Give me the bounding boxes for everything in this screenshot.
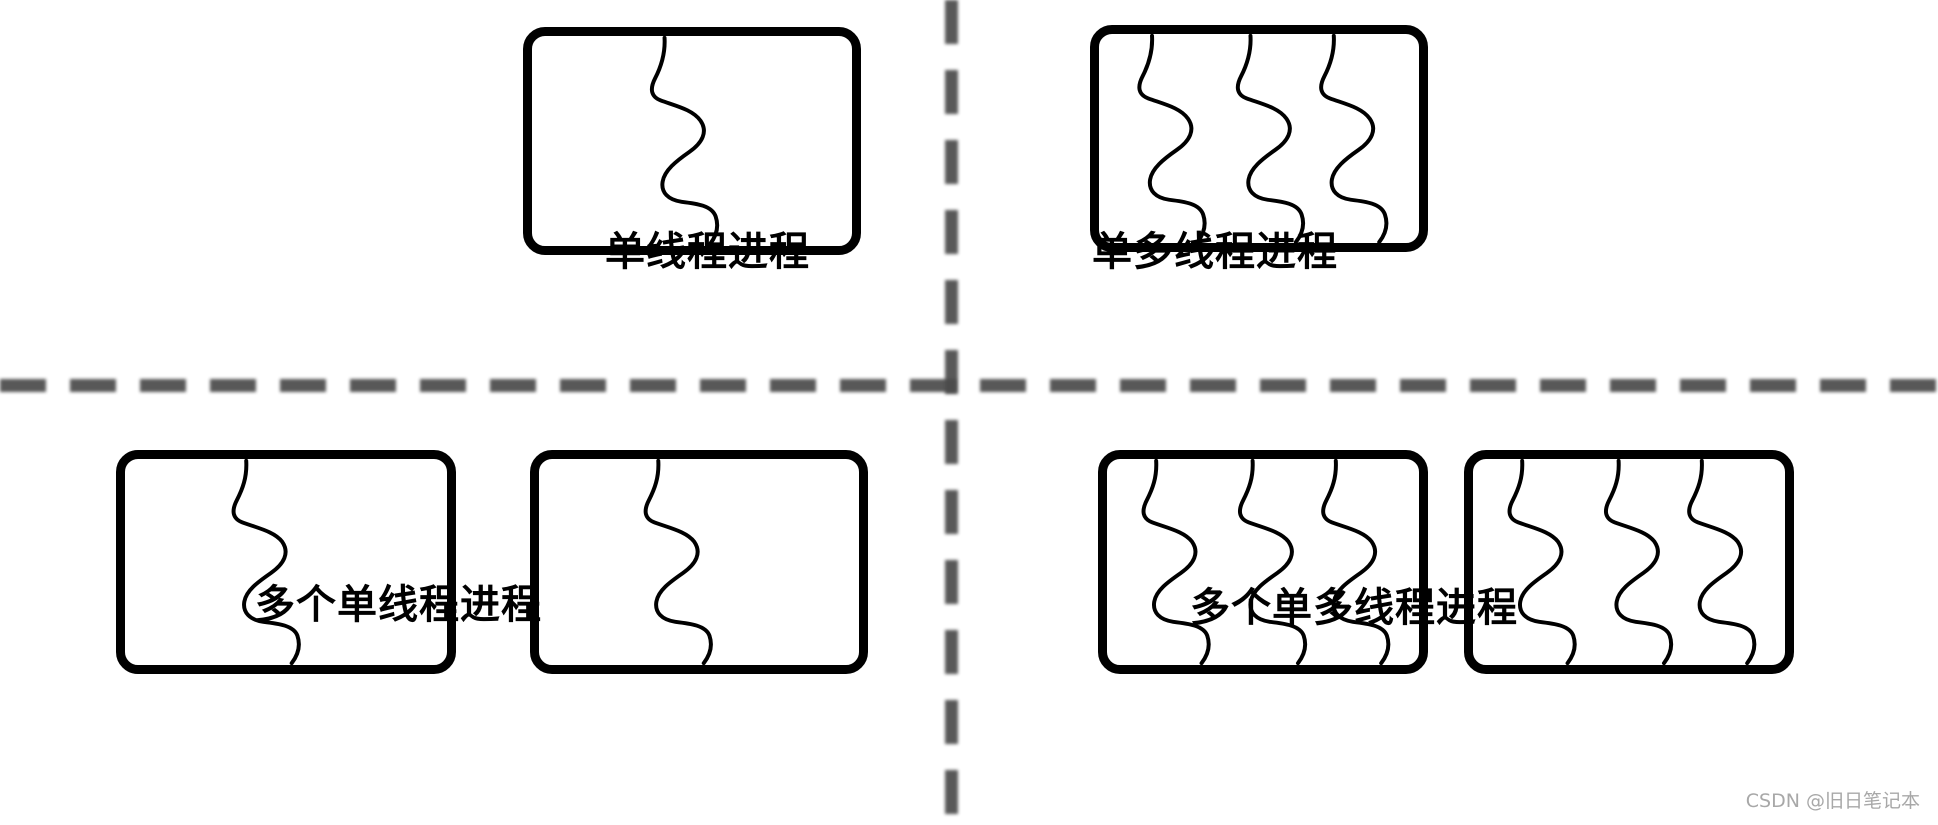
thread-squiggle-icon	[1137, 33, 1207, 245]
thread-squiggle-icon	[1237, 458, 1308, 666]
caption-multiple-multithread-processes: 多个单多线程进程	[1190, 585, 1518, 631]
thread-squiggle-group	[649, 35, 720, 247]
thread-squiggle-icon	[1687, 458, 1757, 666]
process-box-multi-single-thread-a	[116, 450, 456, 674]
caption-multiple-single-thread-processes: 多个单线程进程	[255, 582, 542, 628]
thread-squiggle-icon	[1235, 33, 1306, 245]
thread-squiggle-icon	[1141, 458, 1211, 666]
thread-squiggle-group	[1137, 33, 1389, 245]
thread-squiggle-icon	[1321, 458, 1391, 666]
caption-single-multithread-process: 单多线程进程	[1092, 229, 1338, 275]
thread-squiggle-icon	[643, 458, 713, 666]
thread-squiggle-group	[1507, 458, 1757, 666]
caption-single-thread-process: 单线程进程	[605, 229, 810, 275]
csdn-watermark: CSDN @旧日笔记本	[1745, 790, 1920, 812]
thread-squiggle-group	[1141, 458, 1391, 666]
process-box-single-multithread	[1090, 25, 1428, 252]
horizontal-dashed-divider	[0, 379, 1938, 392]
thread-squiggle-icon	[1603, 458, 1674, 666]
thread-squiggle-group	[231, 458, 301, 666]
vertical-dashed-divider	[945, 0, 958, 825]
thread-squiggle-icon	[1319, 33, 1389, 245]
thread-squiggle-group	[643, 458, 713, 666]
process-box-single-thread	[523, 27, 861, 255]
thread-squiggle-icon	[1507, 458, 1577, 666]
thread-squiggle-icon	[649, 35, 720, 247]
process-box-multi-multithread-a	[1098, 450, 1428, 674]
process-box-multi-single-thread-b	[530, 450, 868, 674]
thread-squiggle-icon	[231, 458, 301, 666]
process-box-multi-multithread-b	[1464, 450, 1794, 674]
